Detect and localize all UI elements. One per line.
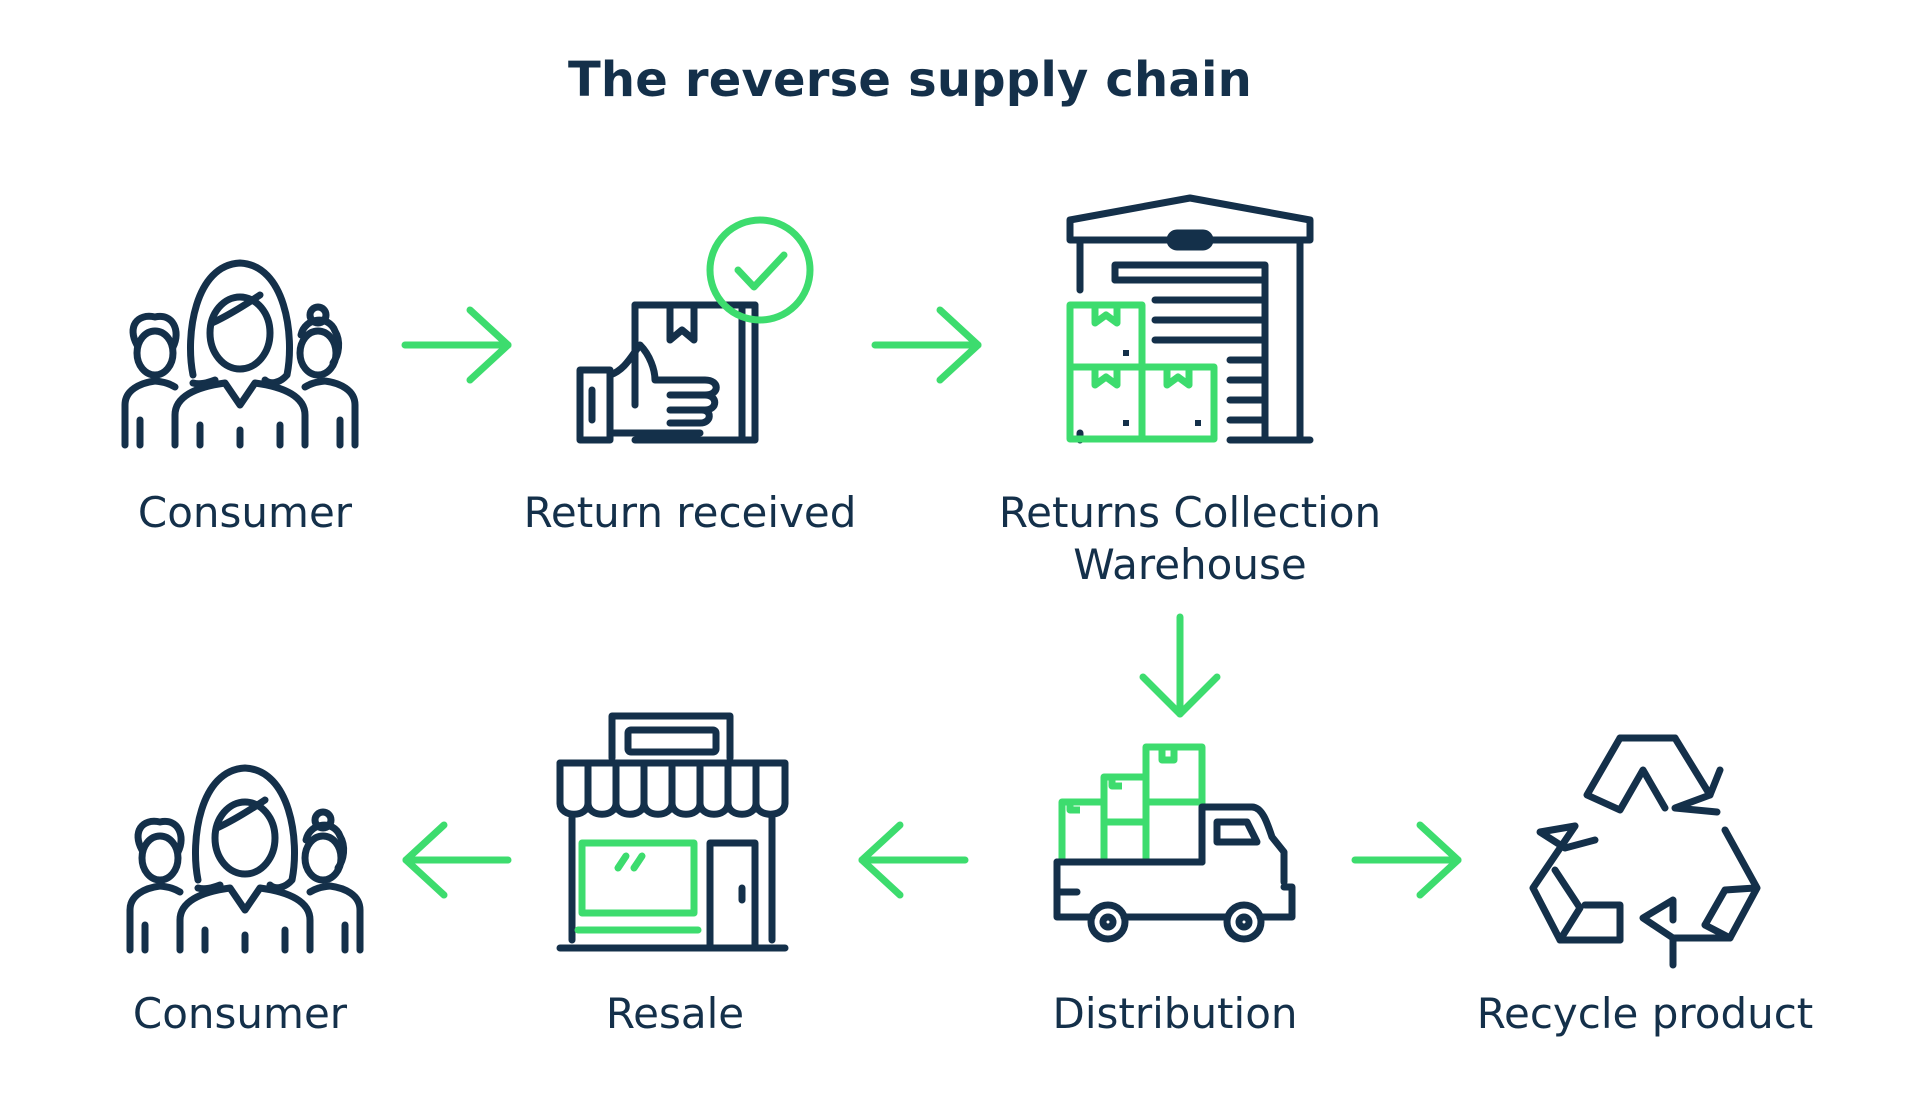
node-label-resale: Resale: [605, 989, 745, 1038]
people-group-icon: [121, 259, 359, 449]
node-label-distribution: Distribution: [1052, 989, 1298, 1038]
node-label-return-received: Return received: [523, 488, 857, 537]
node-return-received: Return received: [520, 215, 860, 555]
node-consumer-bottom: Consumer: [110, 760, 370, 1060]
node-label-consumer-top: Consumer: [137, 488, 353, 537]
arrow-consumer-to-return: [401, 306, 512, 384]
arrow-distribution-to-recycle: [1351, 821, 1462, 899]
storefront-icon: [556, 712, 789, 952]
arrow-return-to-warehouse: [871, 306, 982, 384]
node-label-warehouse-line1: Returns Collection: [998, 488, 1382, 537]
node-recycle: Recycle product: [1455, 730, 1835, 1060]
warehouse-icon: [1066, 194, 1314, 444]
hand-box-checkmark-icon: [576, 216, 814, 444]
arrow-resale-to-consumer: [402, 821, 512, 899]
people-group-icon: [126, 764, 364, 954]
node-resale: Resale: [540, 708, 810, 1058]
arrow-distribution-to-resale: [858, 821, 969, 899]
recycle-icon: [1529, 734, 1761, 969]
node-distribution: Distribution: [1030, 742, 1320, 1058]
node-label-warehouse-line2: Warehouse: [1073, 540, 1307, 589]
page-title: The reverse supply chain: [567, 52, 1253, 108]
delivery-truck-icon: [1053, 743, 1296, 943]
node-label-recycle: Recycle product: [1476, 989, 1814, 1038]
node-returns-warehouse: Returns Collection Warehouse: [990, 194, 1390, 605]
arrow-warehouse-to-distribution: [1139, 613, 1221, 718]
node-label-consumer-bottom: Consumer: [132, 989, 348, 1038]
node-consumer-top: Consumer: [110, 255, 370, 555]
